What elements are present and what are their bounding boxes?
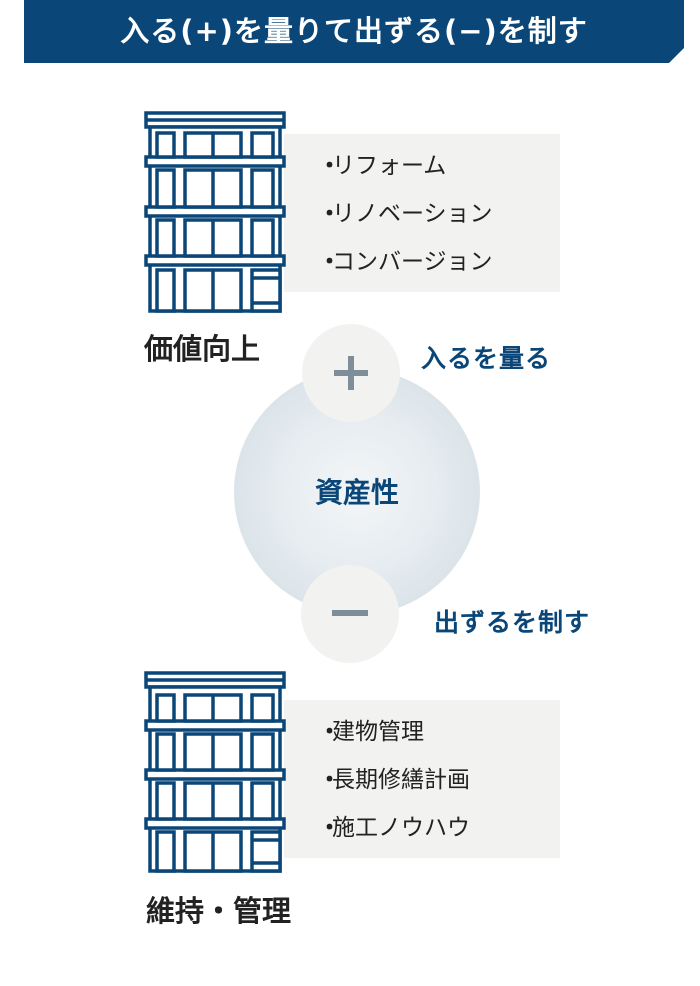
value-improvement-caption: 価値向上 [144,332,261,366]
list-item-label: 建物管理 [332,719,424,745]
plus-circle [302,324,400,422]
list-item: ・リフォーム [318,153,447,179]
expense-label: 出ずるを制す [434,608,591,637]
building-icon [144,670,286,874]
minus-circle [301,565,399,663]
maintenance-caption: 維持・管理 [146,894,292,928]
list-item: ・建物管理 [318,719,424,745]
maintenance-box: ・建物管理 ・長期修繕計画 ・施工ノウハウ [284,700,560,858]
banner-title: 入る(+)を量りて出ずる(−)を制す [120,14,588,48]
list-item: ・長期修繕計画 [318,767,470,793]
list-item: ・施工ノウハウ [318,815,470,841]
list-item-label: リノベーション [332,201,493,227]
list-item-label: コンバージョン [332,249,493,275]
list-item-label: 施工ノウハウ [332,815,470,841]
header-banner: 入る(+)を量りて出ずる(−)を制す [24,0,684,63]
building-icon [144,110,286,314]
income-label: 入るを量る [421,344,552,373]
list-item: ・リノベーション [318,201,493,227]
list-item-label: 長期修繕計画 [332,767,470,793]
value-improvement-box: ・リフォーム ・リノベーション ・コンバージョン [284,134,560,292]
asset-value-label: 資産性 [314,476,399,509]
maintenance-list: ・建物管理 ・長期修繕計画 ・施工ノウハウ [318,714,470,858]
list-item-label: リフォーム [332,153,447,179]
list-item: ・コンバージョン [318,249,493,275]
value-improvement-list: ・リフォーム ・リノベーション ・コンバージョン [318,148,493,292]
